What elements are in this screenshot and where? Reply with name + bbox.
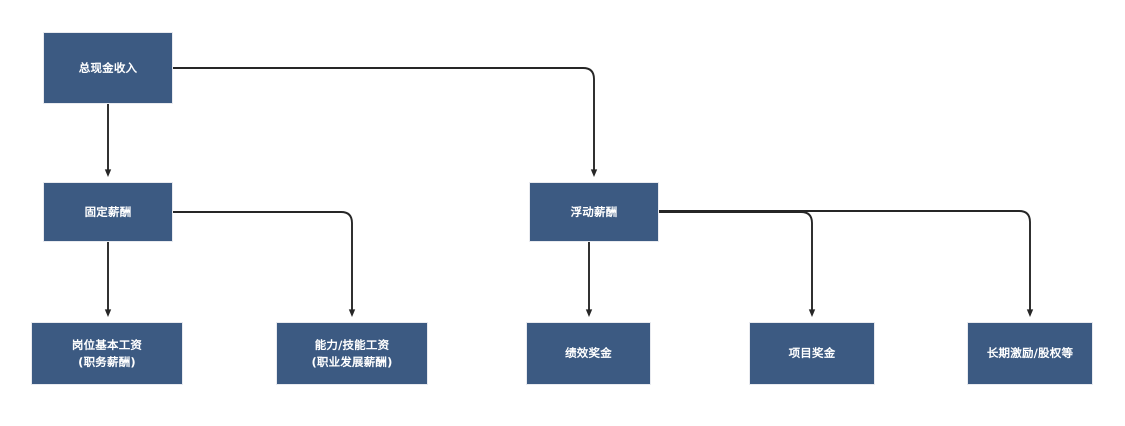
node-performance-bonus[interactable]: 绩效奖金 bbox=[526, 322, 651, 385]
node-competency-skill-salary[interactable]: 能力/技能工资 (职业发展薪酬) bbox=[276, 322, 428, 385]
node-label: 浮动薪酬 bbox=[570, 204, 618, 219]
node-sublabel: (职业发展薪酬) bbox=[311, 354, 393, 369]
node-label: 长期激励/股权等 bbox=[986, 346, 1074, 361]
edge-root-to-variable bbox=[173, 67, 598, 178]
node-label: 绩效奖金 bbox=[565, 346, 612, 361]
edge-variable-to-proj bbox=[659, 211, 816, 318]
node-variable-pay[interactable]: 浮动薪酬 bbox=[529, 182, 659, 242]
node-label: 固定薪酬 bbox=[84, 204, 132, 219]
node-long-term-incentive-equity[interactable]: 长期激励/股权等 bbox=[967, 322, 1093, 385]
node-fixed-pay[interactable]: 固定薪酬 bbox=[43, 182, 173, 242]
node-total-cash-income[interactable]: 总现金收入 bbox=[43, 32, 173, 104]
node-sublabel: (职务薪酬) bbox=[78, 354, 136, 369]
node-label: 岗位基本工资 bbox=[71, 337, 143, 352]
node-label: 能力/技能工资 bbox=[314, 337, 390, 352]
node-position-base-salary[interactable]: 岗位基本工资 (职务薪酬) bbox=[31, 322, 183, 385]
edge-fixed-to-skill bbox=[173, 211, 356, 318]
node-label: 项目奖金 bbox=[788, 346, 836, 361]
edge-variable-to-equity bbox=[659, 210, 1034, 318]
node-project-bonus[interactable]: 项目奖金 bbox=[749, 322, 875, 385]
node-label: 总现金收入 bbox=[78, 60, 138, 75]
